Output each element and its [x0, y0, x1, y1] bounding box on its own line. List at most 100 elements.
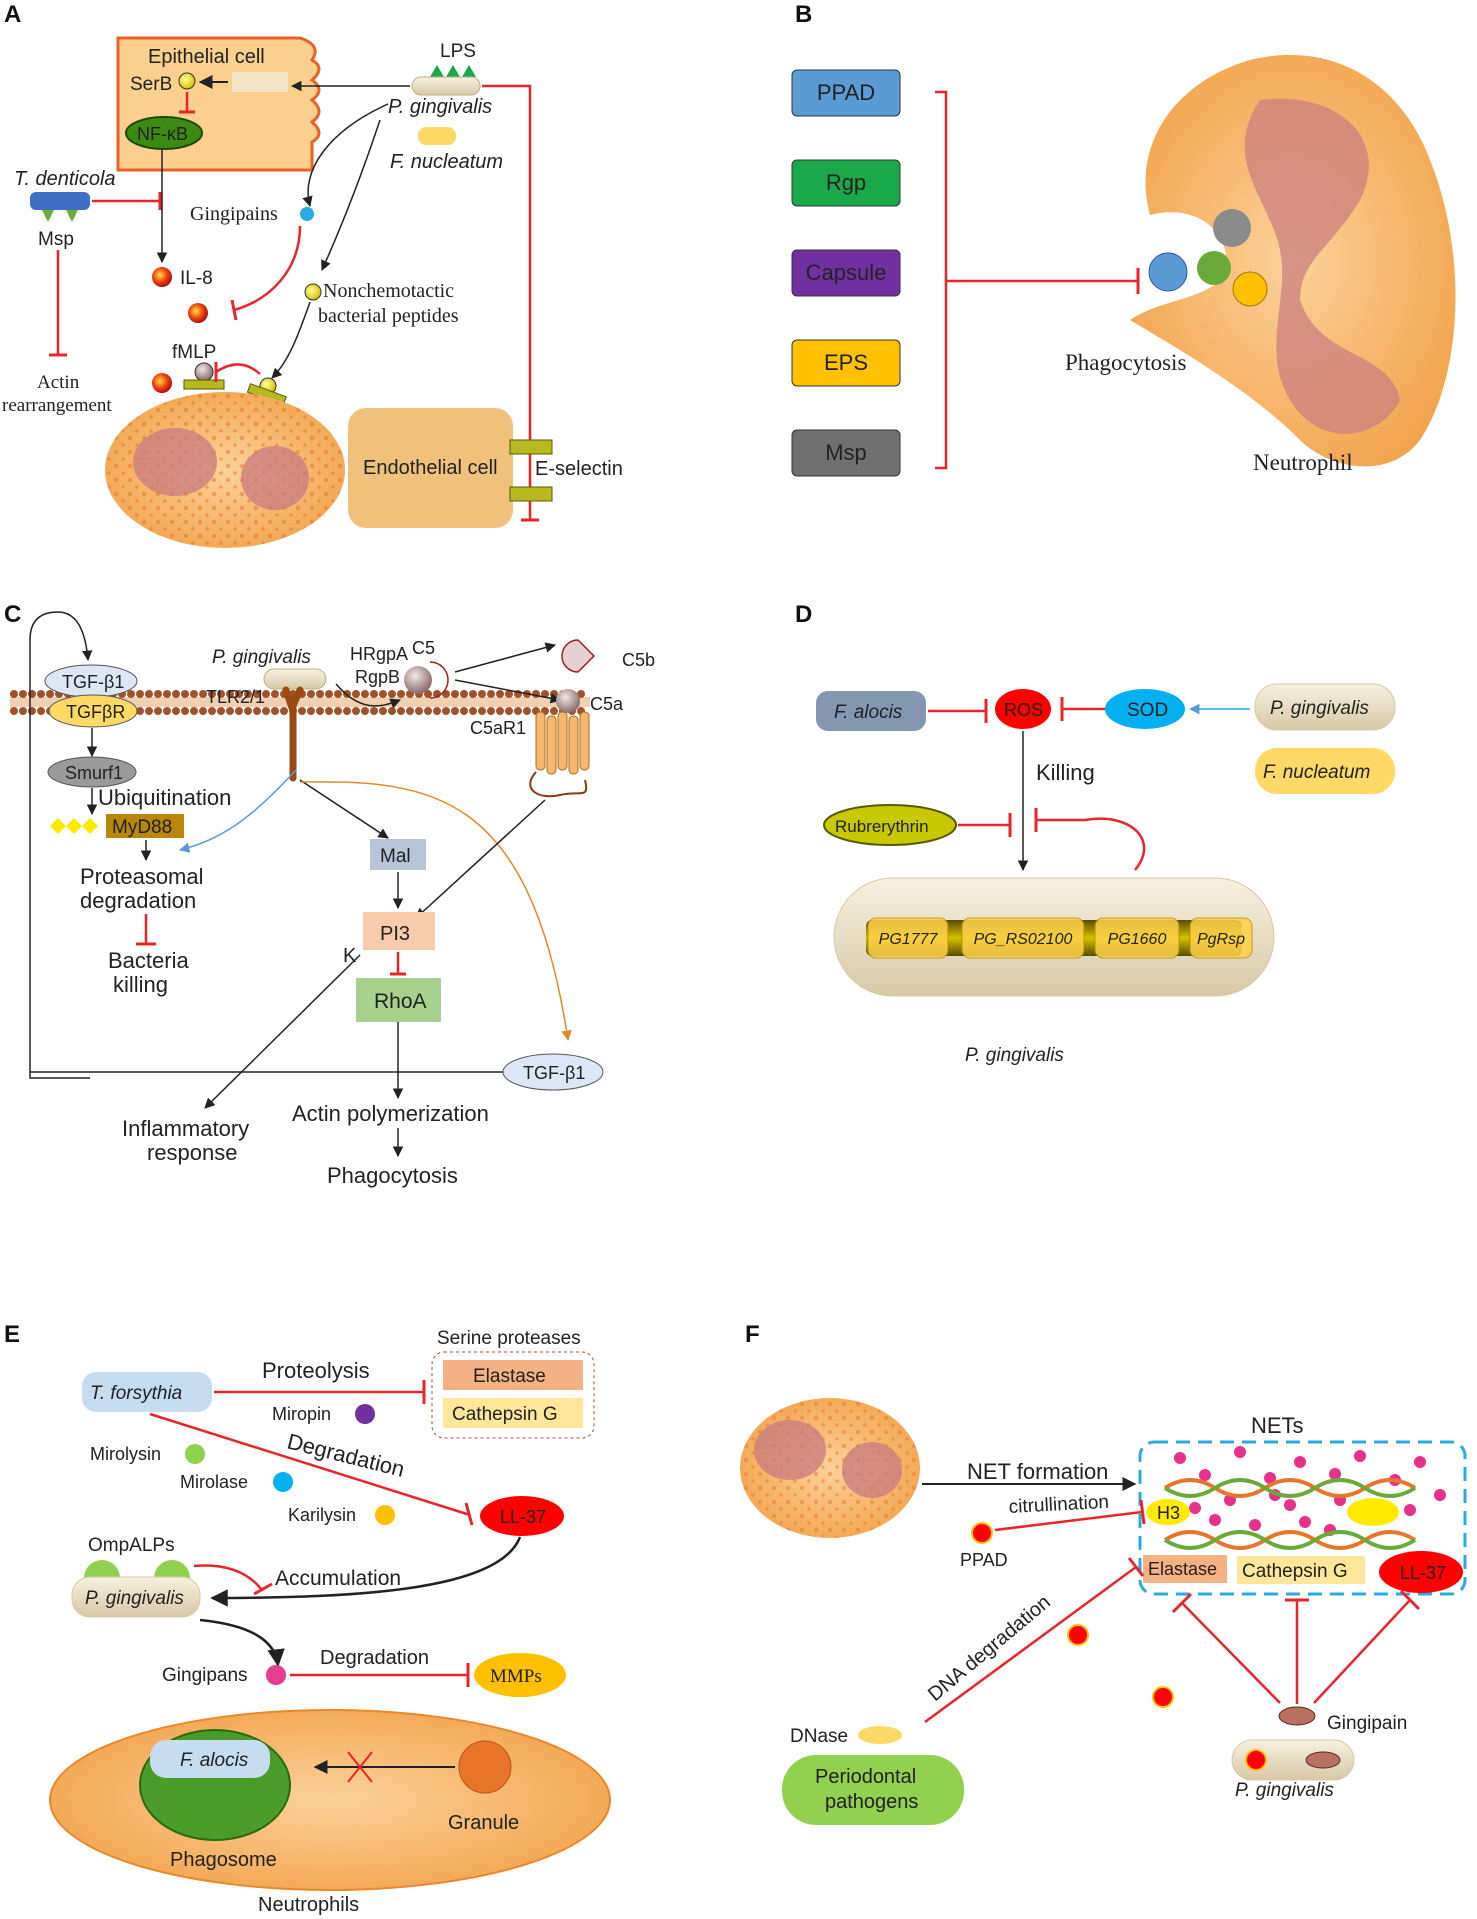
neutrophils-label: Neutrophils — [258, 1894, 359, 1916]
lipid-head — [163, 690, 171, 698]
lipid-head — [199, 707, 207, 715]
serb-label: SerB — [130, 74, 172, 95]
net-granule-dot — [1354, 1450, 1366, 1462]
lipid-head — [280, 707, 288, 715]
net-formation-label: NET formation — [967, 1459, 1108, 1484]
factor-box-rgp — [791, 159, 901, 207]
panel-label-f: F — [745, 1321, 760, 1348]
periodontal-label-2: pathogens — [825, 1791, 918, 1813]
rgpb-label: RgpB — [355, 667, 400, 687]
net-granule-dot — [1434, 1489, 1446, 1501]
f-ppad-icon — [971, 1522, 993, 1544]
nonchemotactic-label-2: bacterial peptides — [318, 305, 459, 327]
net-granule-dot — [1299, 1516, 1311, 1528]
net-granule-dot — [1284, 1499, 1296, 1511]
f-nucleatum-label: F. nucleatum — [390, 151, 503, 173]
phagocytosis-label: Phagocytosis — [1065, 350, 1186, 375]
nonchemotactic-label-1: Nonchemotactic — [323, 280, 454, 302]
e-f-alocis-label: F. alocis — [180, 1750, 249, 1771]
ros-icon — [995, 689, 1051, 729]
e-p-gingivalis-label: P. gingivalis — [85, 1588, 184, 1609]
lipid-head — [136, 690, 144, 698]
lipid-head — [145, 707, 153, 715]
lipid-head — [307, 690, 315, 698]
tgfbr-label: TGFβR — [66, 702, 125, 722]
e-cathepsin-label: Cathepsin G — [452, 1404, 558, 1425]
tgfb1-bottom-icon — [502, 1053, 604, 1091]
pg-gingipans-arrow — [199, 1618, 285, 1667]
lipid-head — [37, 690, 45, 698]
endothelial-cell-shape — [348, 408, 513, 528]
tlr-tgf-arrow — [299, 781, 572, 1042]
panel-a: A Epithelial cell SerB NF-κB LPS P. ging… — [2, 1, 623, 548]
net-granules — [1174, 1446, 1446, 1536]
f-ppad-label: PPAD — [960, 1550, 1008, 1570]
gingipain-ll37-inhibit-bar — [1399, 1589, 1421, 1611]
fmlp-label: fMLP — [172, 342, 216, 363]
panel-label-d: D — [795, 601, 812, 628]
ubiquitin-icon — [66, 818, 82, 834]
lipid-head — [28, 707, 36, 715]
lipid-head — [433, 707, 441, 715]
gingipains-il8-bar — [230, 299, 238, 321]
lipid-head — [172, 690, 180, 698]
panel-label-e: E — [4, 1321, 20, 1348]
tlr-myd88-arrow — [178, 769, 297, 853]
gingipain-icon — [1278, 1706, 1316, 1726]
mal-label: Mal — [380, 846, 411, 867]
c5b-icon — [561, 639, 596, 673]
lipid-head — [397, 690, 405, 698]
granule-label: Granule — [448, 1812, 519, 1834]
rgp-c5-arrow — [335, 683, 401, 709]
serine-proteases-label: Serine proteases — [437, 1328, 581, 1349]
t-denticola-icon — [30, 192, 90, 210]
lipid-head — [145, 690, 153, 698]
lipid-head — [235, 690, 243, 698]
sod-icon — [1105, 689, 1185, 729]
proteasomal-label-1: Proteasomal — [80, 864, 204, 889]
nfkb-icon — [125, 116, 203, 150]
lipid-head — [172, 707, 180, 715]
lipid-head — [334, 707, 342, 715]
membrane-core — [10, 697, 590, 707]
peptide-icon — [304, 283, 322, 301]
gene-label: PG1660 — [1108, 931, 1167, 948]
c5-c5a-arrow — [454, 679, 562, 704]
lipid-head — [325, 690, 333, 698]
periodontal-pathogens-icon — [782, 1755, 964, 1825]
lps-triangle-icon — [446, 65, 460, 77]
lipid-head — [343, 707, 351, 715]
gingipans-label: Gingipans — [162, 1665, 248, 1686]
lipid-head — [154, 707, 162, 715]
f-nucleatum-icon — [418, 127, 456, 145]
inflammatory-label-2: response — [147, 1140, 238, 1165]
net-granule-dot — [1234, 1446, 1246, 1458]
tlr-receptor-icon — [282, 686, 304, 782]
lipid-head — [451, 690, 459, 698]
lipid-head — [271, 707, 279, 715]
net-granule-dot — [1209, 1514, 1221, 1526]
ppad-h3-inhibit-bar — [1139, 1499, 1146, 1525]
f-elastase-icon — [1143, 1555, 1227, 1583]
ompalps-inhibit-bar — [253, 1582, 273, 1596]
gingipains-label: Gingipains — [190, 203, 278, 225]
lipid-head — [127, 690, 135, 698]
lipid-head — [370, 690, 378, 698]
nets-label: NETs — [1251, 1413, 1304, 1438]
neutrophil-a-nucleus — [241, 446, 309, 510]
d-f-nucleatum-icon — [1255, 748, 1395, 794]
msp-triangle-icon — [42, 210, 54, 222]
lipid-head — [10, 707, 18, 715]
ompalps-inhibit-line — [193, 1564, 263, 1591]
endothelial-cell-label: Endothelial cell — [363, 457, 498, 479]
lipid-head — [217, 690, 225, 698]
mirolase-label: Mirolase — [180, 1472, 248, 1492]
lipid-head — [46, 690, 54, 698]
dna-degradation-label: DNA degradation — [924, 1591, 1055, 1706]
lipid-head — [190, 690, 198, 698]
tforsythia-ll37-inhibit-line — [149, 1412, 471, 1517]
gingipains-il8-inhibit — [233, 225, 302, 312]
panel-d: D F. alocis ROS SOD P. gingivalis F. nuc… — [795, 601, 1396, 1066]
